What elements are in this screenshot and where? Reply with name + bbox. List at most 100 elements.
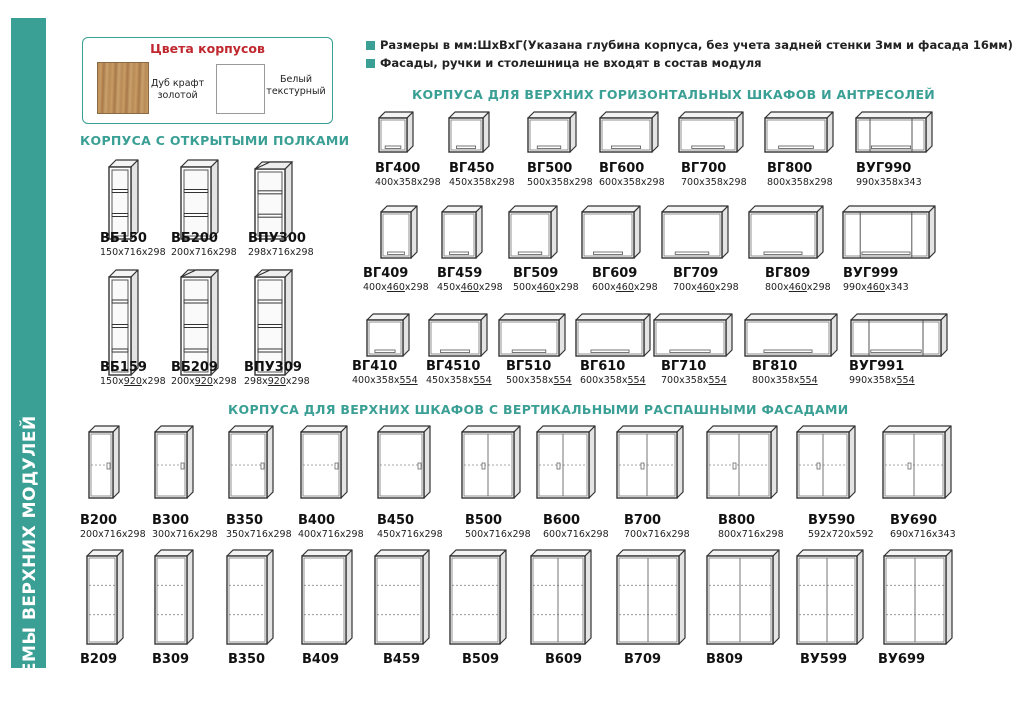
horizontal-module-dims: 600x358x554 bbox=[580, 375, 646, 386]
vertical-module-tall bbox=[86, 548, 126, 646]
vertical-module-dims: 600x716x298 bbox=[543, 529, 609, 540]
dims-underlined-part: 460 bbox=[866, 282, 885, 293]
horizontal-module-drawing bbox=[678, 111, 744, 153]
horizontal-module-code: ВУГ990 bbox=[856, 161, 912, 176]
horizontal-module-dims: 700x358x554 bbox=[661, 375, 727, 386]
dims-part: 450x bbox=[437, 282, 461, 293]
dims-part: x343 bbox=[884, 282, 909, 293]
dims-underlined-part: 554 bbox=[473, 375, 492, 386]
vertical-module-tall-code: В459 bbox=[383, 652, 421, 667]
horizontal-module bbox=[575, 312, 653, 358]
horizontal-module-drawing bbox=[748, 205, 824, 259]
vertical-module-dims: 300x716x298 bbox=[152, 529, 218, 540]
vertical-module-drawing bbox=[616, 425, 684, 499]
open-shelf-module bbox=[254, 268, 295, 377]
horizontal-module-drawing bbox=[441, 205, 483, 259]
horizontal-module-code: ВГ810 bbox=[752, 359, 798, 374]
dims-part: x298 bbox=[285, 376, 310, 387]
vertical-module-dims: 500x716x298 bbox=[465, 529, 531, 540]
vertical-module-tall bbox=[883, 548, 955, 646]
horizontal-module bbox=[428, 312, 490, 358]
dims-underlined-part: 920 bbox=[123, 376, 142, 387]
vertical-module-drawing bbox=[154, 425, 194, 499]
horizontal-module-dims: 500x460x298 bbox=[513, 282, 579, 293]
open-shelf-dims: 298x920x298 bbox=[244, 376, 310, 387]
heading-horizontal: КОРПУСА ДЛЯ ВЕРХНИХ ГОРИЗОНТАЛЬНЫХ ШКАФО… bbox=[412, 87, 936, 102]
horizontal-module-dims: 450x358x554 bbox=[426, 375, 492, 386]
horizontal-module-code: ВГ500 bbox=[527, 161, 573, 176]
vertical-module-tall-drawing bbox=[706, 549, 780, 645]
horizontal-module-drawing bbox=[850, 313, 948, 357]
horizontal-module-code: ВГ609 bbox=[592, 266, 638, 281]
vertical-module-drawing bbox=[377, 425, 431, 499]
horizontal-module-drawing bbox=[599, 111, 659, 153]
dims-part: 500x bbox=[513, 282, 537, 293]
heading-open-shelves: КОРПУСА С ОТКРЫТЫМИ ПОЛКАМИ bbox=[80, 133, 350, 148]
open-shelf-dims: 150x716x298 bbox=[100, 247, 166, 258]
dims-underlined-part: 460 bbox=[386, 282, 405, 293]
oak-label-line2: золотой bbox=[157, 90, 198, 101]
open-shelf-code: ВПУ300 bbox=[248, 231, 306, 246]
open-shelf-dims: 298x716x298 bbox=[248, 247, 314, 258]
vertical-module-dims: 350x716x298 bbox=[226, 529, 292, 540]
horizontal-module bbox=[441, 204, 485, 260]
horizontal-module-dims: 400x358x554 bbox=[352, 375, 418, 386]
horizontal-module-drawing bbox=[764, 111, 834, 153]
open-shelf-code: ВБ209 bbox=[171, 360, 218, 375]
vertical-module-tall-code: В709 bbox=[624, 652, 662, 667]
vertical-module-tall-code: В509 bbox=[462, 652, 500, 667]
horizontal-module-code: ВГ4510 bbox=[426, 359, 481, 374]
horizontal-module-drawing bbox=[744, 313, 838, 357]
dims-part: 500x358x bbox=[506, 375, 554, 386]
horizontal-module bbox=[855, 110, 935, 154]
vertical-module-dims: 690x716x343 bbox=[890, 529, 956, 540]
vertical-module bbox=[616, 424, 686, 500]
vertical-module-tall bbox=[374, 548, 432, 646]
horizontal-module bbox=[527, 110, 579, 154]
horizontal-module-drawing bbox=[378, 111, 414, 153]
dims-part: x298 bbox=[554, 282, 579, 293]
dims-underlined-part: 554 bbox=[799, 375, 818, 386]
vertical-module-dims: 450x716x298 bbox=[377, 529, 443, 540]
vertical-module-tall bbox=[530, 548, 594, 646]
vertical-module bbox=[88, 424, 122, 500]
white-label-line1: Белый bbox=[279, 74, 313, 85]
horizontal-module-code: ВГ809 bbox=[765, 266, 811, 281]
horizontal-module-dims: 500x358x298 bbox=[527, 177, 593, 188]
horizontal-module-dims: 990x358x343 bbox=[856, 177, 922, 188]
vertical-module-tall-drawing bbox=[883, 549, 953, 645]
vertical-module-dims: 700x716x298 bbox=[624, 529, 690, 540]
vertical-module-tall-drawing bbox=[374, 549, 430, 645]
vertical-module-code: В600 bbox=[543, 513, 581, 528]
body-colors-box: Цвета корпусов Дуб крафт золотой Белый т… bbox=[82, 37, 333, 124]
open-shelf-code: ВБ200 bbox=[171, 231, 218, 246]
horizontal-module-code: ВГ600 bbox=[599, 161, 645, 176]
horizontal-module bbox=[498, 312, 568, 358]
horizontal-module-dims: 990x358x554 bbox=[849, 375, 915, 386]
horizontal-module-drawing bbox=[527, 111, 577, 153]
horizontal-module-drawing bbox=[380, 205, 418, 259]
vertical-module-drawing bbox=[796, 425, 856, 499]
horizontal-module-code: ВГ509 bbox=[513, 266, 559, 281]
vertical-module-tall-drawing bbox=[449, 549, 507, 645]
horizontal-module-dims: 800x460x298 bbox=[765, 282, 831, 293]
horizontal-module-code: ВГ409 bbox=[363, 266, 409, 281]
dims-underlined-part: 920 bbox=[267, 376, 286, 387]
open-shelf-module bbox=[108, 158, 141, 241]
horizontal-module-dims: 700x358x298 bbox=[681, 177, 747, 188]
dims-underlined-part: 554 bbox=[708, 375, 727, 386]
white-label-line2: текстурный bbox=[266, 86, 326, 97]
horizontal-module bbox=[380, 204, 420, 260]
vertical-module-code: В400 bbox=[298, 513, 336, 528]
note-not-included: Фасады, ручки и столешница не входят в с… bbox=[366, 56, 762, 70]
dims-part: 200x bbox=[171, 376, 195, 387]
horizontal-module bbox=[744, 312, 840, 358]
dims-part: 400x358x bbox=[352, 375, 400, 386]
horizontal-module-dims: 700x460x298 bbox=[673, 282, 739, 293]
vertical-module-tall-drawing bbox=[530, 549, 592, 645]
vertical-module-drawing bbox=[300, 425, 348, 499]
dims-part: 400x bbox=[363, 282, 387, 293]
sidebar-title: СХЕМЫ ВЕРХНИХ МОДУЛЕЙ bbox=[20, 415, 40, 701]
open-shelf-module bbox=[108, 268, 141, 377]
white-label: Белый текстурный bbox=[266, 74, 326, 98]
